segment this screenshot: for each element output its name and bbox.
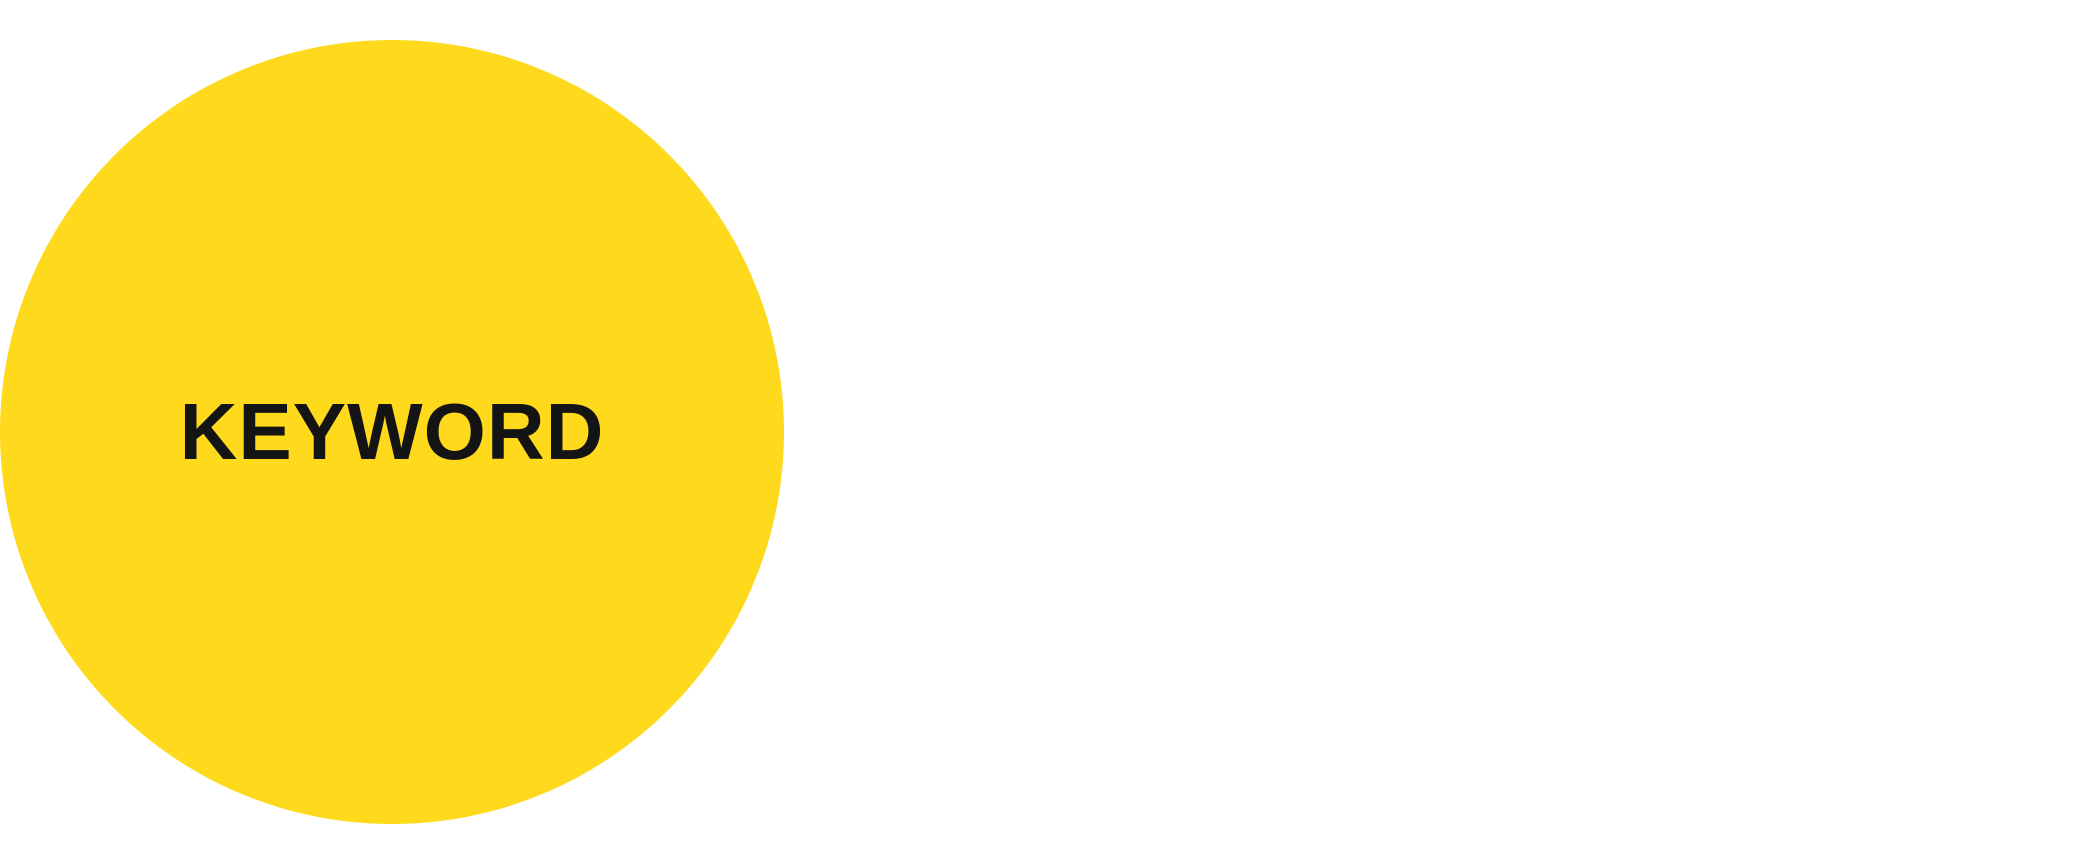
- keyword-circle: KEYWORD: [0, 40, 784, 824]
- keyword-label: KEYWORD: [179, 387, 605, 476]
